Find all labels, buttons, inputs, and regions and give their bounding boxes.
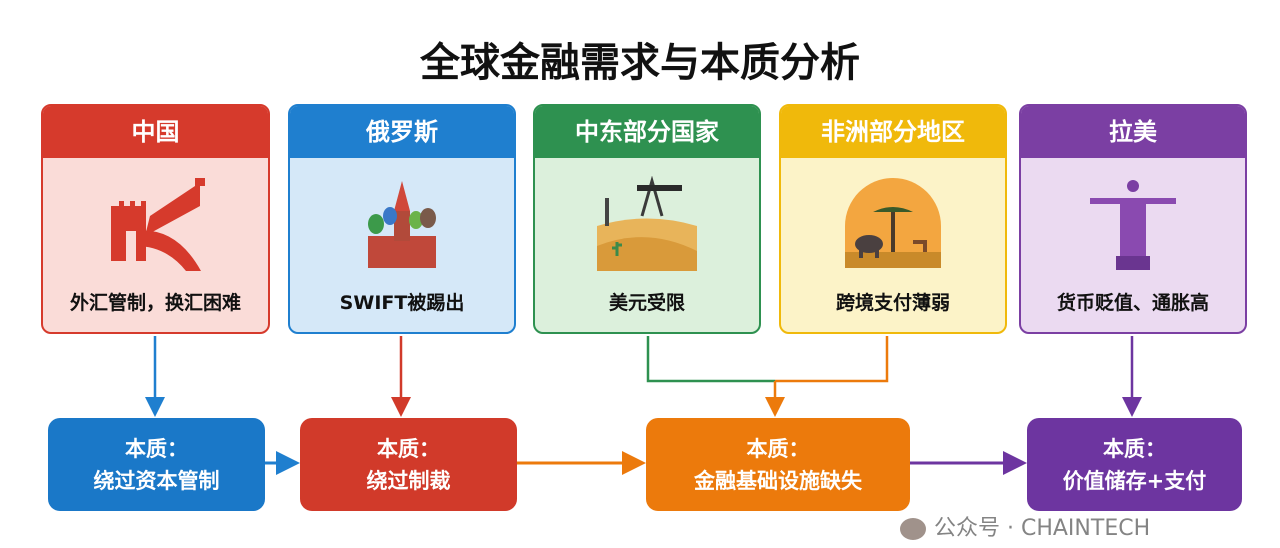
essence-text: 价值储存+支付 [1062, 468, 1207, 493]
wechat-icon [900, 518, 926, 540]
region-title: 俄罗斯 [290, 106, 514, 158]
great-wall-icon [43, 176, 268, 276]
kremlin-cathedral-icon [290, 176, 514, 276]
essence-label: 本质： [746, 436, 810, 461]
christ-redeemer-icon [1021, 176, 1245, 276]
essence-label: 本质： [125, 436, 188, 461]
essence-text: 绕过资本管制 [93, 468, 220, 493]
essence-text: 金融基础设施缺失 [694, 468, 862, 493]
region-card-russia: 俄罗斯 SWIFT被踢出 [288, 104, 516, 334]
essence-label: 本质： [377, 436, 440, 461]
region-card-latam: 拉美 货币贬值、通胀高 [1019, 104, 1247, 334]
diagram-title: 全球金融需求与本质分析 [420, 40, 860, 86]
line-middle-east [646, 336, 775, 383]
essence-box-store-of-value: 本质： 价值储存+支付 [1027, 418, 1242, 511]
essence-label: 本质： [1103, 436, 1166, 461]
region-problem: 美元受限 [608, 292, 685, 314]
region-title: 中国 [43, 106, 268, 158]
oil-pump-desert-icon [535, 176, 759, 276]
essence-text: 绕过制裁 [366, 468, 451, 493]
region-title: 非洲部分地区 [781, 106, 1005, 158]
region-card-africa: 非洲部分地区 跨境支付薄弱 [779, 104, 1007, 334]
region-problem: 外汇管制，换汇困难 [69, 292, 241, 314]
region-problem: 货币贬值、通胀高 [1056, 292, 1209, 314]
region-problem: SWIFT被踢出 [339, 292, 465, 314]
essence-box-sanctions: 本质： 绕过制裁 [300, 418, 517, 511]
region-title: 中东部分国家 [535, 106, 759, 158]
essence-box-infrastructure: 本质： 金融基础设施缺失 [646, 418, 910, 511]
region-title: 拉美 [1021, 106, 1245, 158]
watermark-text: 公众号 · CHAINTECH [934, 516, 1151, 541]
region-problem: 跨境支付薄弱 [835, 292, 950, 314]
savanna-elephant-icon [781, 176, 1005, 276]
region-card-china: 中国 外汇管制，换汇困难 [41, 104, 270, 334]
watermark: 公众号 · CHAINTECH [900, 515, 1150, 543]
line-africa [775, 336, 889, 383]
region-card-middle-east: 中东部分国家 美元受限 [533, 104, 761, 334]
essence-box-capital-control: 本质： 绕过资本管制 [48, 418, 265, 511]
